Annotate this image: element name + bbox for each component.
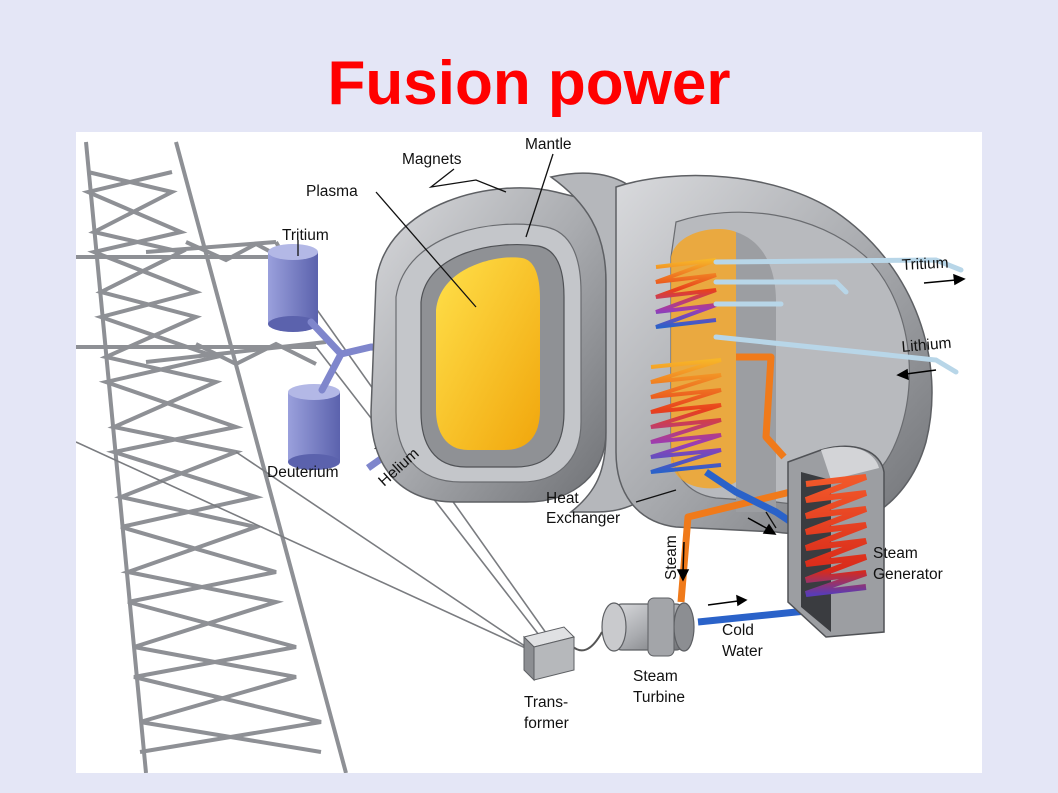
label-mantle: Mantle [525,136,572,153]
label-magnets: Magnets [402,151,462,168]
label-steam-generator-line1: Steam [873,545,918,562]
label-heat-exchanger-line1: Heat [546,490,579,507]
label-steam-generator-line2: Generator [873,566,943,583]
fusion-power-plant-diagram: Magnets Mantle Plasma Tritium Deuterium … [76,132,982,773]
label-heat-exchanger-line2: Exchanger [546,510,620,527]
steam-generator [787,445,885,638]
label-tritium-fuel: Tritium [282,227,329,244]
label-cold-water-line2: Water [722,643,763,660]
steam-arrow [676,541,690,582]
label-transformer-line2: former [524,715,569,732]
return-flow-arrow [747,517,777,535]
tritium-tank [268,244,318,332]
tritium-lithium-pipes [713,257,964,375]
plasma [436,257,540,450]
heat-exchanger-coils [650,258,722,474]
label-steam-turbine-line1: Steam [633,668,678,685]
tritium-out-arrow [923,273,966,286]
label-steam-turbine-line2: Turbine [633,689,685,706]
label-plasma: Plasma [306,183,358,200]
electricity-pylon [76,141,348,773]
power-lines [76,251,557,668]
transformer [523,626,575,682]
deuterium-tank [288,384,340,470]
lithium-in-arrow [896,368,937,381]
label-cold-water-line1: Cold [722,622,754,639]
slide-title: Fusion power [327,49,731,118]
cold-water-arrow [707,594,748,607]
label-tritium-output: Tritium [901,255,949,274]
cold-water-pipe [697,469,817,626]
label-steam-pipe: Steam [663,535,680,580]
turbine-transformer-cable [571,631,603,652]
label-lithium: Lithium [901,335,952,356]
steam-turbine [601,597,695,657]
leader-lines [297,153,777,529]
label-transformer-line1: Trans- [524,694,568,711]
label-deuterium: Deuterium [267,464,339,481]
